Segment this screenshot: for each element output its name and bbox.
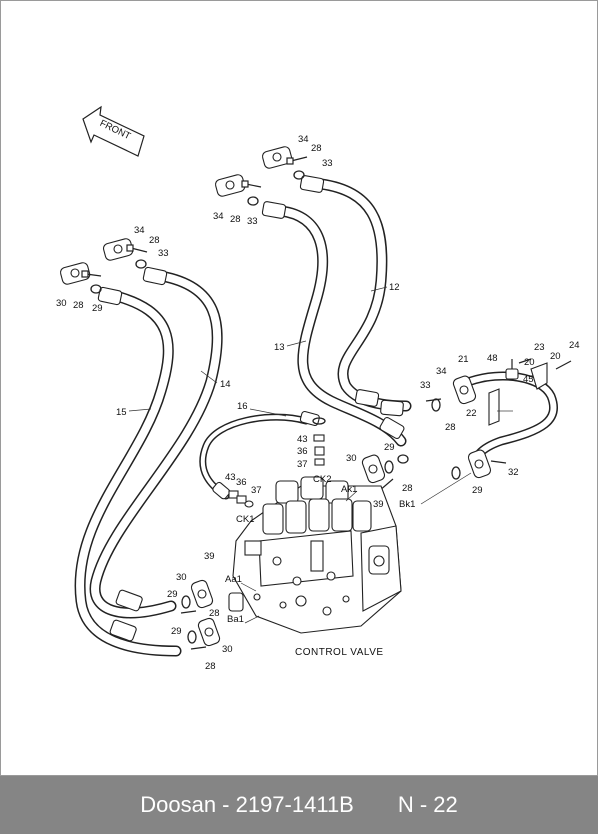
control-valve-body <box>228 476 402 634</box>
label-34: 34 <box>213 211 224 222</box>
label-39: 39 <box>373 499 384 510</box>
caption-control-valve: CONTROL VALVE <box>295 647 384 658</box>
label-28: 28 <box>205 661 216 672</box>
diagram-frame: FRONT <box>0 0 598 776</box>
label-37: 37 <box>297 459 308 470</box>
footer-bar: Doosan - 2197-1411B N - 22 <box>0 776 598 834</box>
label-ck2: CK2 <box>313 474 331 485</box>
label-ak1: Ak1 <box>341 484 357 495</box>
label-32: 32 <box>508 467 519 478</box>
label-48: 48 <box>487 353 498 364</box>
label-30: 30 <box>346 453 357 464</box>
label-16: 16 <box>237 401 248 412</box>
hydraulic-hose-diagram: FRONT <box>56 105 580 672</box>
label-34: 34 <box>298 134 309 145</box>
label-30: 30 <box>176 572 187 583</box>
label-15: 15 <box>116 407 127 418</box>
label-22: 22 <box>466 408 477 419</box>
label-bk1: Bk1 <box>399 499 415 510</box>
label-29: 29 <box>167 589 178 600</box>
label-45: 45 <box>523 374 534 385</box>
label-29: 29 <box>92 303 103 314</box>
label-43: 43 <box>225 472 236 483</box>
footer-page-ref: N - 22 <box>397 792 458 817</box>
label-24: 24 <box>569 340 580 351</box>
label-28: 28 <box>209 608 220 619</box>
label-33: 33 <box>247 216 258 227</box>
brackets <box>488 362 548 426</box>
label-37: 37 <box>251 485 262 496</box>
label-43: 43 <box>297 434 308 445</box>
label-23: 23 <box>534 342 545 353</box>
label-20: 20 <box>524 357 535 368</box>
flanges <box>59 146 492 647</box>
label-28: 28 <box>445 422 456 433</box>
hoses <box>74 178 558 657</box>
front-arrow: FRONT <box>82 105 145 157</box>
label-28: 28 <box>149 235 160 246</box>
label-28: 28 <box>230 214 241 225</box>
label-ck1: CK1 <box>236 514 254 525</box>
label-33: 33 <box>158 248 169 259</box>
label-29: 29 <box>472 485 483 496</box>
leader-lines <box>128 286 513 624</box>
label-36: 36 <box>236 477 247 488</box>
label-39: 39 <box>204 551 215 562</box>
o-rings <box>90 170 461 644</box>
label-34: 34 <box>436 366 447 377</box>
label-13: 13 <box>274 342 285 353</box>
label-14: 14 <box>220 379 231 390</box>
label-30: 30 <box>222 644 233 655</box>
label-aa1: Aa1 <box>225 574 242 585</box>
label-29: 29 <box>171 626 182 637</box>
label-28: 28 <box>311 143 322 154</box>
check-fittings <box>228 434 325 508</box>
footer-part-ref: Doosan - 2197-1411B <box>140 792 354 817</box>
label-36: 36 <box>297 446 308 457</box>
label-34: 34 <box>134 225 145 236</box>
label-20: 20 <box>550 351 561 362</box>
label-33: 33 <box>322 158 333 169</box>
label-ba1: Ba1 <box>227 614 244 625</box>
bolts <box>81 156 572 650</box>
hose-fittings <box>97 175 405 642</box>
label-28: 28 <box>73 300 84 311</box>
label-12: 12 <box>389 282 400 293</box>
label-28: 28 <box>402 483 413 494</box>
label-21: 21 <box>458 354 469 365</box>
label-29: 29 <box>384 442 395 453</box>
label-33: 33 <box>420 380 431 391</box>
part-labels: 34 28 33 34 28 33 34 28 33 30 28 29 12 1… <box>56 134 580 672</box>
label-30: 30 <box>56 298 67 309</box>
